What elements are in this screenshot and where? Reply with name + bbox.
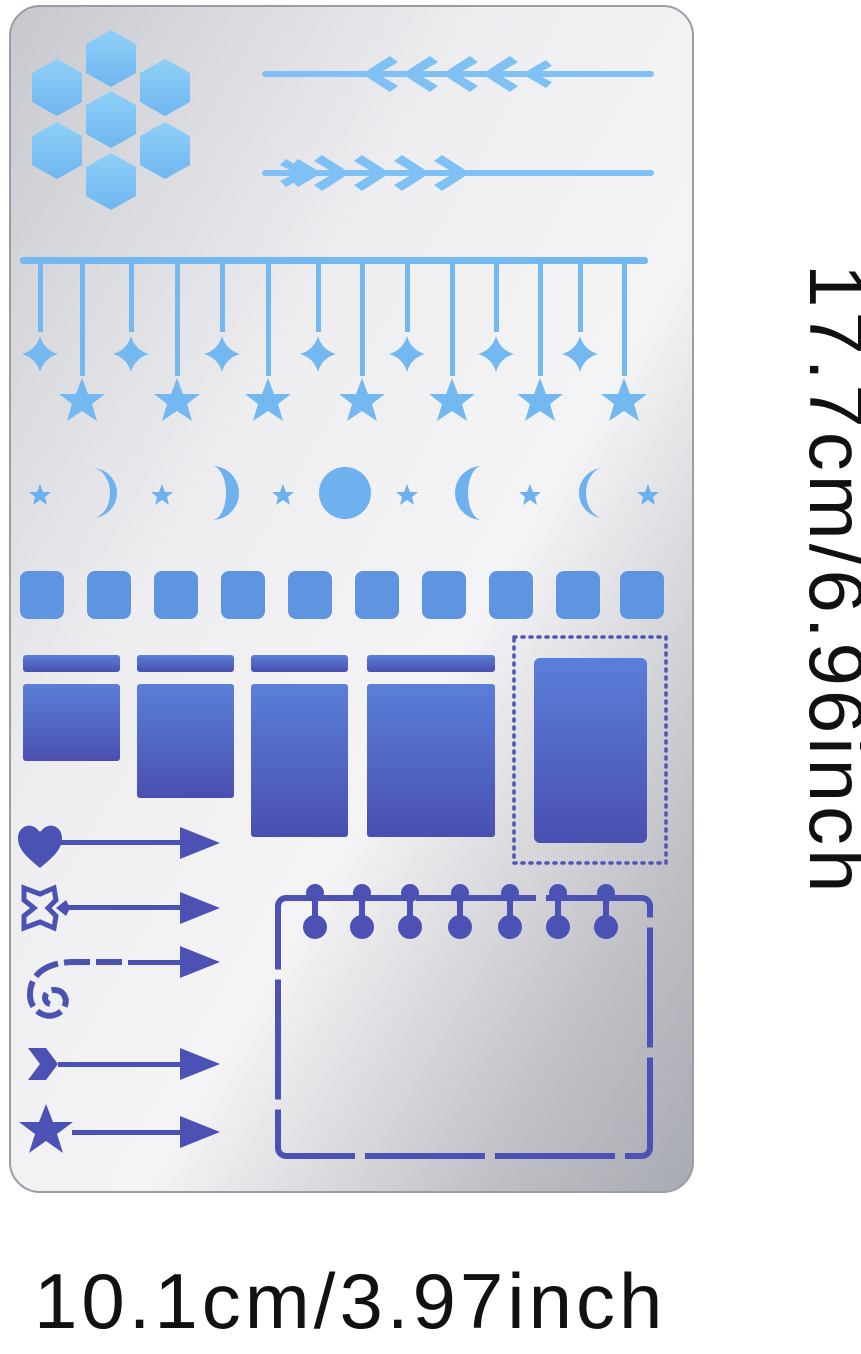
width-dimension-label: 10.1cm/3.97inch <box>34 1257 667 1345</box>
square-row <box>20 571 664 619</box>
arrows <box>18 825 220 1153</box>
wheat-border-bottom <box>262 155 654 191</box>
hanging-stars <box>20 257 648 421</box>
height-dimension-label: 17.7cm/6.96inch <box>793 264 861 897</box>
moon-phases <box>29 466 659 520</box>
header-boxes <box>23 655 647 843</box>
dotted-frame <box>512 635 668 865</box>
hexagon-cluster <box>32 30 190 210</box>
wheat-border-top <box>262 56 654 92</box>
notepad-frame <box>275 884 653 1159</box>
